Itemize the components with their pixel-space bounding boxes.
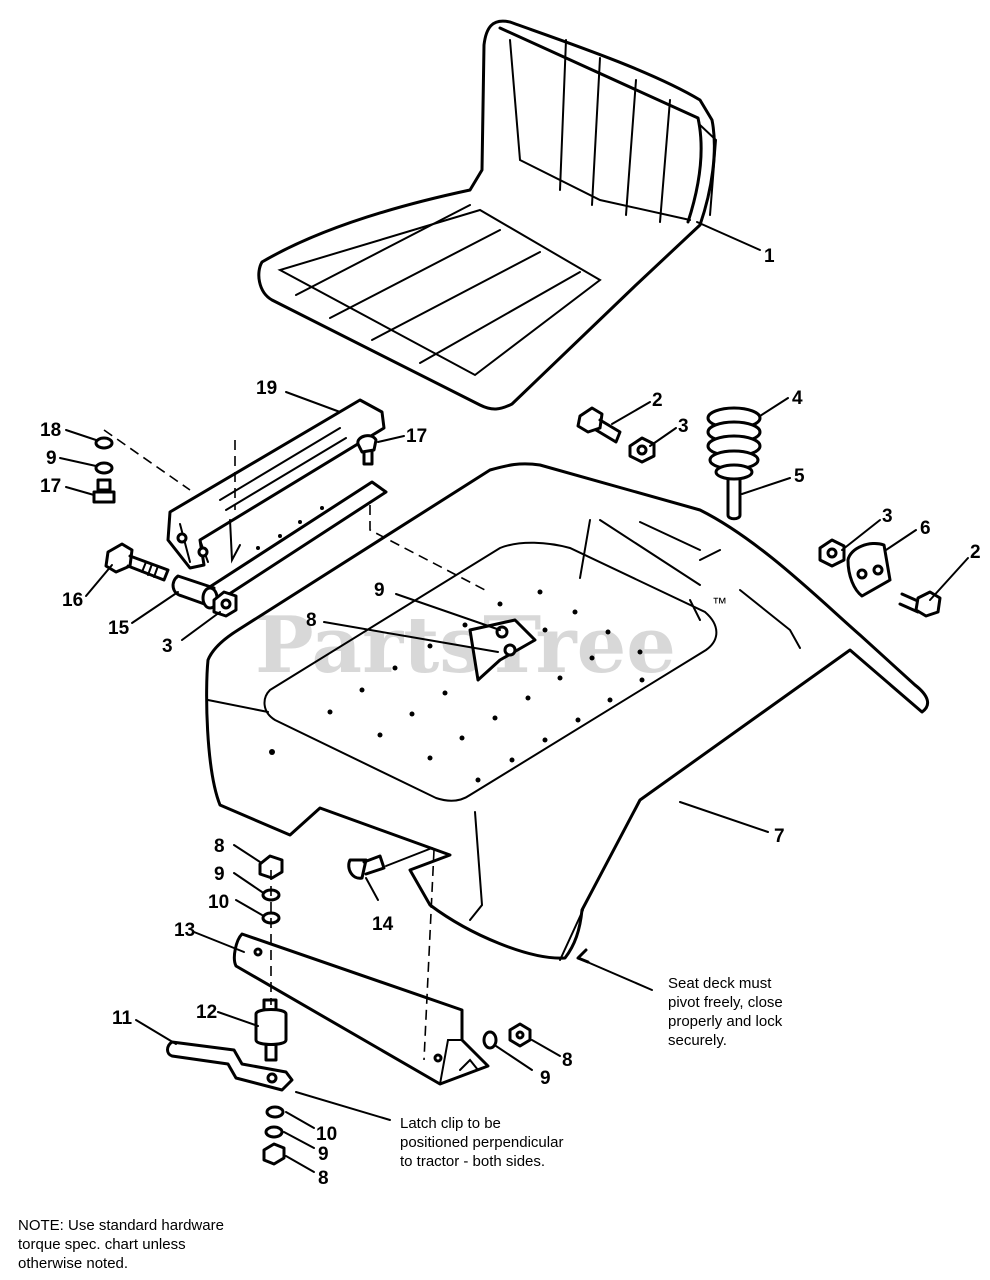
callout-12: 12 (196, 1002, 217, 1023)
spring-part-4 (706, 406, 762, 481)
callout-9-left: 9 (46, 448, 57, 469)
callout-10-upper-stack: 10 (208, 892, 229, 913)
pin-part-5 (726, 478, 742, 521)
callout-18: 18 (40, 420, 61, 441)
bumper-part-12 (254, 998, 288, 1062)
bracket-part-6 (846, 542, 892, 598)
callout-numbers: 1 2 3 4 5 3 6 2 19 17 18 9 17 16 15 3 9 … (40, 246, 981, 1189)
leader-lines (59, 221, 969, 1173)
callout-3-right: 3 (882, 506, 893, 527)
note-seat-deck-line-1: Seat deck must (668, 975, 772, 992)
note-seat-deck-line-2: pivot freely, close (668, 994, 783, 1011)
spacer-part-15 (171, 574, 219, 610)
callout-5: 5 (794, 466, 805, 487)
latch-clip-part-11 (166, 1040, 294, 1092)
callout-2-upper: 2 (652, 390, 663, 411)
nut-part-3-upper (628, 436, 656, 464)
callout-8-upper-stack: 8 (214, 836, 225, 857)
hardware-9-8-latch-right (482, 1022, 532, 1050)
note-seat-deck-line-3: properly and lock (668, 1013, 783, 1030)
seat-part-1 (257, 19, 718, 411)
bolt-part-2-right (898, 590, 942, 618)
note-hardware: NOTE: Use standard hardware torque spec.… (18, 1217, 224, 1272)
callout-9-deck: 9 (374, 580, 385, 601)
hardware-stack-18-9-17 (92, 436, 116, 504)
deck-mounting-holes (327, 589, 645, 783)
callout-1: 1 (764, 246, 775, 267)
callout-4: 4 (792, 388, 803, 409)
callout-6: 6 (920, 518, 931, 539)
hinge-bracket-part-19 (166, 398, 388, 602)
note-latch-clip-line-1: Latch clip to be (400, 1115, 501, 1132)
nut-part-3-right (818, 538, 846, 568)
nut-part-3-left (212, 590, 238, 618)
watermark-trademark: ™ (712, 595, 727, 612)
callout-3-upper: 3 (678, 416, 689, 437)
callout-19: 19 (256, 378, 277, 399)
note-latch-clip-line-3: to tractor - both sides. (400, 1153, 545, 1170)
latch-bar-part-13 (232, 932, 490, 1086)
callout-15: 15 (108, 618, 130, 639)
callout-7: 7 (774, 826, 785, 847)
bolt-part-2-upper (576, 406, 622, 444)
hardware-stack-10-9-8-lower (262, 1105, 286, 1166)
note-latch-clip: Latch clip to be positioned perpendicula… (400, 1115, 563, 1170)
note-hardware-line-3: otherwise noted. (18, 1255, 128, 1272)
callout-10-lower-stack: 10 (316, 1124, 337, 1145)
callout-17-left: 17 (40, 476, 61, 497)
callout-8-lower-stack: 8 (318, 1168, 329, 1189)
note-latch-clip-line-2: positioned perpendicular (400, 1134, 563, 1151)
callout-2-right: 2 (970, 542, 981, 563)
callout-9-latch-right: 9 (540, 1068, 551, 1089)
callout-11: 11 (112, 1008, 133, 1029)
deck-bracket-8-9 (468, 618, 537, 682)
callout-13: 13 (174, 920, 195, 941)
callout-8-latch-right: 8 (562, 1050, 573, 1071)
callout-3-left: 3 (162, 636, 173, 657)
note-seat-deck-line-4: securely. (668, 1032, 727, 1049)
note-hardware-line-1: NOTE: Use standard hardware (18, 1217, 224, 1234)
callout-14: 14 (372, 914, 394, 935)
callout-16: 16 (62, 590, 83, 611)
callout-9-upper-stack: 9 (214, 864, 225, 885)
callout-9-lower-stack: 9 (318, 1144, 329, 1165)
callout-17-upper: 17 (406, 426, 427, 447)
note-hardware-line-2: torque spec. chart unless (18, 1236, 186, 1253)
callout-8-deck: 8 (306, 610, 317, 631)
bolt-part-16 (104, 542, 170, 582)
seat-deck-part-7 (205, 462, 930, 961)
bolt-part-14 (347, 854, 386, 880)
assembly-lines (103, 429, 486, 1061)
note-seat-deck: Seat deck must pivot freely, close prope… (668, 975, 783, 1049)
bolt-part-17-upper (356, 434, 378, 466)
